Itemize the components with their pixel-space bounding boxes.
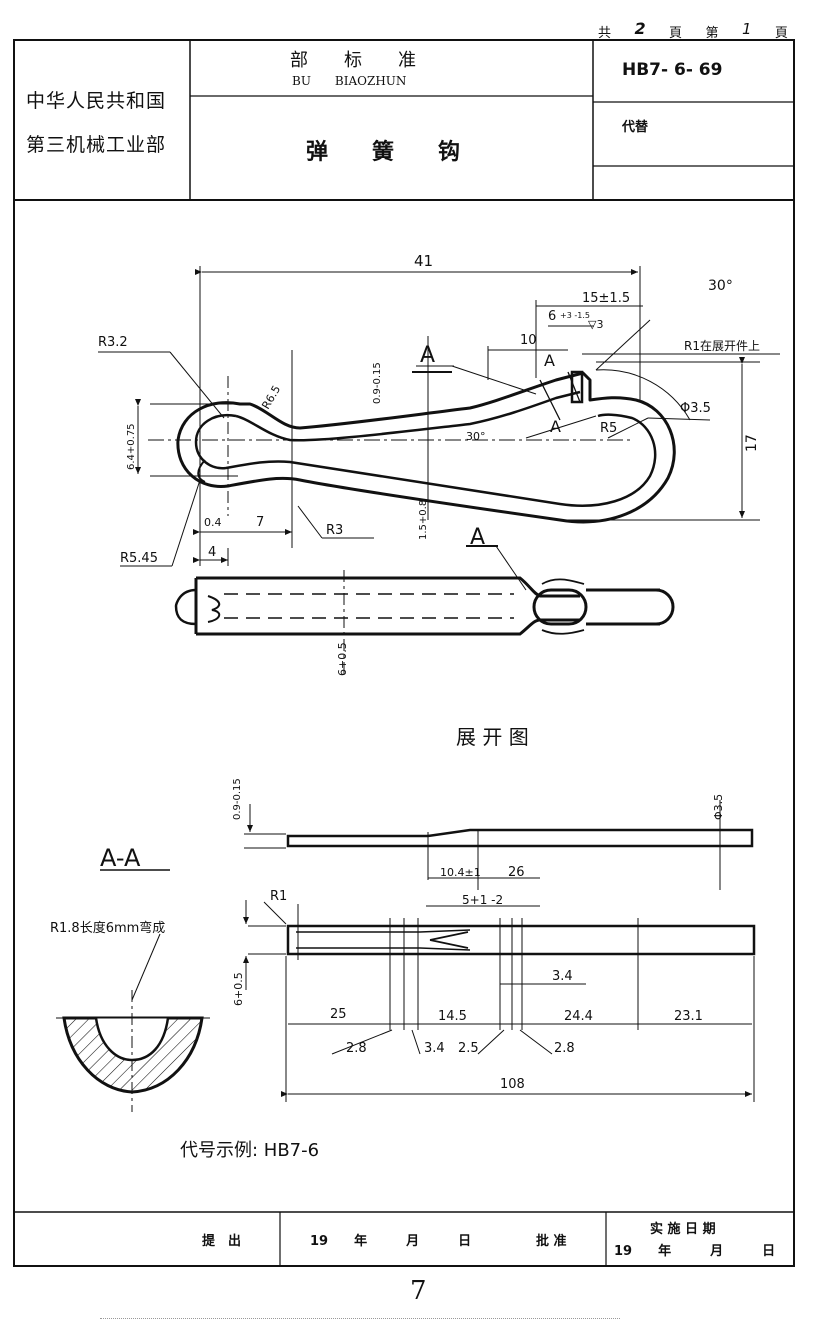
dim-15: 15±1.5	[582, 291, 630, 306]
note-r1-unfold: R1在展开件上	[684, 339, 760, 353]
dim-09b: 0.9-0.15	[232, 778, 243, 820]
total-prefix: 共	[598, 26, 612, 41]
dim-34a: 3.4	[552, 969, 573, 984]
dim-145: 14.5	[438, 1009, 467, 1024]
dim-phi35b: Φ3.5	[712, 794, 725, 820]
label-a-bottom: A	[550, 417, 561, 436]
hook-main-view	[176, 371, 676, 524]
dim-6: 6	[548, 309, 556, 324]
dim-tri3: ▽3	[588, 318, 603, 331]
dim-34b: 3.4	[424, 1041, 445, 1056]
page-counter: 共 2 頁 第 1 頁	[598, 19, 788, 41]
dim-r3: R3	[326, 523, 343, 538]
note-r18: R1.8长度6mm弯成	[50, 920, 165, 936]
impl-date: 19 年 月 日	[614, 1244, 776, 1259]
proposed-date: 19 年 月 日	[310, 1234, 472, 1249]
label-a-top: A	[544, 351, 555, 370]
dim-108: 108	[500, 1077, 525, 1092]
dim-r1: R1	[270, 889, 287, 904]
unfold-title: 展 开 图	[456, 725, 529, 749]
std-number: HB7- 6- 69	[622, 60, 723, 80]
scan-bottom-line	[100, 1318, 620, 1319]
std-title-cn: 部 标 准	[290, 50, 416, 71]
dim-104: 10.4±1	[440, 866, 481, 879]
dim-r5: R5	[600, 421, 617, 436]
dim-09: 0.9-0.15	[372, 362, 383, 404]
replace-label: 代替	[622, 120, 649, 135]
page-unit: 頁	[774, 26, 788, 41]
dim-26: 26	[508, 865, 525, 880]
dim-25b: 2.5	[458, 1041, 479, 1056]
dim-64: 6.4+0.75	[126, 423, 137, 470]
dim-4: 4	[208, 545, 216, 560]
dim-5: 5+1 -2	[462, 893, 503, 907]
dim-231: 23.1	[674, 1009, 703, 1024]
dim-10: 10	[520, 333, 537, 348]
dim-30deg-inner: 30°	[466, 430, 486, 443]
std-title-pinyin: BU BIAOZHUN	[292, 74, 407, 88]
dim-30deg-top: 30°	[708, 278, 733, 294]
dim-04: 0.4	[204, 516, 222, 529]
dim-7: 7	[256, 515, 264, 530]
dim-28a: 2.8	[346, 1041, 367, 1056]
total-pages: 2	[634, 19, 646, 38]
dim-6b: 6+0.5	[336, 642, 349, 676]
dim-r65: R6.5	[259, 383, 283, 411]
unfold-strip-top	[244, 800, 754, 890]
section-a-a	[56, 371, 498, 1112]
dim-6-tol: +3 -1.5	[560, 311, 590, 320]
dim-r32: R3.2	[98, 335, 128, 350]
dim-phi35: Φ3.5	[680, 401, 711, 416]
code-example: 代号示例: HB7-6	[180, 1140, 319, 1161]
dim-28b: 2.8	[554, 1041, 575, 1056]
page-current: 1	[741, 20, 752, 38]
section-marker-a-side: A	[470, 525, 485, 550]
impl-label: 实 施 日 期	[650, 1222, 716, 1237]
dim-6c: 6+0.5	[232, 972, 245, 1006]
unfold-strip-main	[243, 900, 756, 1102]
section-marker-a-top: A	[420, 343, 435, 368]
dim-41: 41	[414, 252, 433, 270]
hook-side-view	[174, 570, 675, 676]
section-title-a-a: A-A	[100, 844, 141, 872]
dim-25: 25	[330, 1007, 347, 1022]
part-name: 弹 簧 钩	[306, 139, 461, 165]
dim-r545: R5.45	[120, 551, 158, 566]
dim-15b: 1.5+0.8	[418, 500, 429, 540]
dim-17: 17	[744, 434, 760, 452]
dim-244: 24.4	[564, 1009, 593, 1024]
proposed-label: 提 出	[202, 1234, 242, 1249]
page-prefix: 第	[705, 26, 719, 41]
approve-label: 批 准	[536, 1234, 567, 1249]
org-name-line2: 第三机械工业部	[26, 134, 167, 156]
page-number: 7	[410, 1276, 427, 1306]
total-unit: 頁	[669, 26, 683, 41]
org-name-line1: 中华人民共和国	[26, 90, 167, 112]
